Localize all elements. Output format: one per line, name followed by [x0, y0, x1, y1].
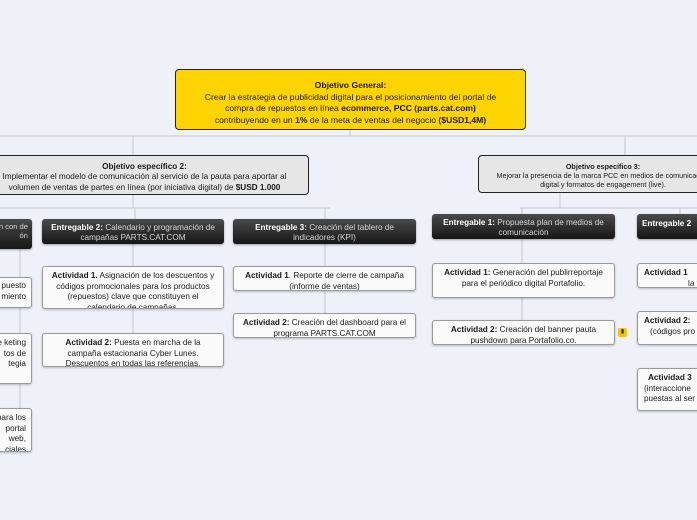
deliverable-1-right-node[interactable]: Entregable 1: Propuesta plan de medios d…: [432, 214, 615, 239]
deliverable-3-node[interactable]: Entregable 3: Creación del tablero de in…: [233, 219, 416, 244]
deliverable-3-activity-1-node[interactable]: Actividad 1. Reporte de cierre de campañ…: [233, 266, 416, 291]
specific-objective-2-title: Objetivo específico 2:: [102, 162, 187, 171]
left-activity-c-text: para los portal web, ciales: [0, 413, 26, 452]
deliverable-3-activity-2-text: Creación del dashboard para el programa …: [273, 318, 406, 338]
specific-objective-2-node[interactable]: Objetivo específico 2: Implementar el mo…: [0, 155, 309, 195]
deliverable-2-activity-1-node[interactable]: Actividad 1. Asignación de los descuento…: [42, 266, 224, 309]
deliverable-2-right-activity-3-label: Actividad 3: [648, 373, 692, 382]
left-activity-a-node[interactable]: puesto miento: [0, 277, 32, 308]
deliverable-2-right-activity-1-node[interactable]: Actividad 1 la t: [637, 263, 697, 288]
deliverable-1-left-node[interactable]: ón con de ón: [0, 219, 32, 249]
deliverable-2-right-activity-2-text: (códigos pro para: [650, 326, 697, 336]
general-objective-line1: Crear la estrategia de publicidad digita…: [204, 91, 497, 102]
general-objective-line2: compra de repuestos en línea ecommerce, …: [225, 103, 476, 114]
deliverable-3-text: Creación del tablero de indicadores (KPI…: [293, 223, 394, 243]
deliverable-2-text: Calendario y programación de campañas PA…: [80, 223, 215, 243]
deliverable-2-right-activity-2-node[interactable]: Actividad 2: (códigos pro para: [637, 311, 697, 345]
deliverable-1-right-activity-2-node[interactable]: Actividad 2: Creación del banner pauta p…: [432, 320, 615, 345]
deliverable-2-activity-2-text: Puesta en marcha de la campaña estaciona…: [65, 338, 201, 367]
specific-objective-3-node[interactable]: Objetivo específico 3: Mejorar la presen…: [478, 155, 697, 193]
deliverable-1-right-text: Propuesta plan de medios de comunicación: [495, 218, 604, 238]
specific-objective-3-line2: digital y formatos de engagement (live).: [540, 180, 666, 189]
deliverable-2-right-activity-2-label: Actividad 2:: [644, 316, 691, 325]
left-activity-c-node[interactable]: para los portal web, ciales: [0, 408, 32, 452]
deliverable-2-activity-1-label: Actividad 1.: [51, 271, 98, 280]
deliverable-1-left-text: ón con de ón: [0, 222, 28, 241]
specific-objective-2-line2: volumen de ventas de partes en línea (po…: [8, 182, 281, 192]
specific-objective-3-title: Objetivo específico 3:: [565, 162, 641, 171]
specific-objective-3-line1: Mejorar la presencia de la marca PCC en …: [496, 171, 697, 180]
specific-objective-2-line1: Implementar el modelo de comunicación al…: [2, 172, 287, 182]
deliverable-3-activity-1-text: . Reporte de cierre de campaña (informe …: [288, 271, 404, 291]
deliverable-2-right-activity-3-node[interactable]: Actividad 3 (interaccione puestas al ser: [637, 368, 697, 411]
deliverable-2-label: Entregable 2:: [51, 223, 103, 232]
deliverable-2-activity-1-text: Asignación de los descuentos y códigos p…: [56, 271, 215, 309]
deliverable-2-right-activity-3-text: (interaccione puestas al ser: [644, 383, 695, 404]
deliverable-3-activity-1-label: Actividad 1: [245, 271, 289, 280]
left-activity-b-node[interactable]: a le keting tos de tegia: [0, 333, 32, 384]
deliverable-3-activity-2-label: Actividad 2:: [243, 318, 290, 327]
deliverable-1-right-label: Entregable 1:: [443, 218, 496, 227]
left-activity-a-text: puesto miento: [1, 281, 26, 301]
deliverable-2-right-activity-1-label: Actividad 1: [644, 268, 688, 277]
left-activity-b-text: a le keting tos de tegia: [0, 338, 26, 368]
deliverable-1-right-activity-2-label: Actividad 2:: [450, 325, 498, 334]
deliverable-2-right-label: Entregable 2: [642, 219, 692, 228]
general-objective-line3: contribuyendo en un 1% de la meta de ven…: [214, 114, 487, 125]
deliverable-3-activity-2-node[interactable]: Actividad 2: Creación del dashboard para…: [233, 313, 416, 338]
deliverable-2-right-activity-1-text: la t: [688, 278, 697, 288]
deliverable-2-node[interactable]: Entregable 2: Calendario y programación …: [42, 219, 224, 244]
deliverable-1-right-activity-1-text: Generación del publirreportaje para el p…: [461, 268, 603, 288]
general-objective-title: Objetivo General:: [314, 80, 387, 90]
deliverable-1-right-activity-1-label: Actividad 1:: [444, 268, 491, 277]
deliverable-3-label: Entregable 3:: [255, 223, 307, 232]
deliverable-2-activity-2-label: Actividad 2:: [65, 338, 112, 347]
deliverable-2-right-node[interactable]: Entregable 2: [637, 214, 697, 239]
general-objective-node[interactable]: Objetivo General: Crear la estrategia de…: [175, 69, 526, 130]
deliverable-2-activity-2-node[interactable]: Actividad 2: Puesta en marcha de la camp…: [42, 333, 224, 367]
deliverable-1-right-activity-1-node[interactable]: Actividad 1: Generación del publirreport…: [432, 263, 615, 298]
note-icon[interactable]: ▮: [618, 328, 627, 337]
deliverable-1-right-activity-2-text: Creación del banner pauta pushdown para …: [470, 325, 597, 345]
